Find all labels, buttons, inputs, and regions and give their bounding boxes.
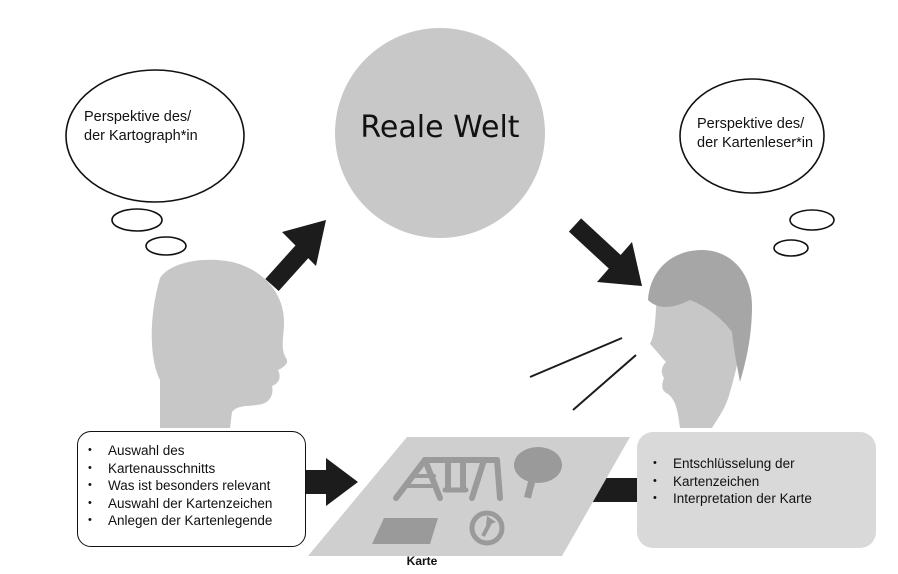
reader-task-item: Entschlüsselung der bbox=[651, 455, 866, 473]
swing-icon bbox=[393, 457, 503, 501]
cartographer-task-item: Auswahl des bbox=[86, 442, 297, 460]
cartographer-thought-line-2: der Kartograph*in bbox=[84, 128, 198, 144]
reader-tasks-box: Entschlüsselung der Kartenzeichen Interp… bbox=[637, 432, 876, 548]
sight-line-upper bbox=[529, 337, 623, 378]
cartographer-thought-line-1: Perspektive des/ bbox=[84, 109, 192, 125]
reader-thought-dot-small bbox=[773, 239, 809, 257]
square-icon bbox=[372, 518, 438, 544]
thought-dot-large bbox=[111, 208, 163, 232]
cartographer-head bbox=[151, 259, 288, 428]
circle-arrow-icon bbox=[469, 510, 505, 546]
map-plate bbox=[308, 437, 630, 556]
real-world-circle bbox=[335, 28, 545, 238]
arrow-to-reader bbox=[568, 218, 642, 286]
cartographer-task-item: Was ist besonders relevant bbox=[86, 477, 297, 495]
reader-thought-dot-large bbox=[789, 209, 835, 231]
reader-thought-bubble bbox=[679, 78, 825, 194]
tree-icon bbox=[514, 447, 562, 499]
reader-thought-text: Perspektive des/ der Kartenleser*in bbox=[697, 115, 813, 153]
cartographer-thought-text: Perspektive des/ der Kartograph*in bbox=[84, 108, 198, 146]
cartographer-task-item: Auswahl der Kartenzeichen bbox=[86, 495, 297, 513]
arrow-to-world bbox=[265, 220, 326, 292]
sight-line-lower bbox=[572, 354, 637, 411]
cartographer-thought-bubble bbox=[65, 69, 245, 203]
cartographer-tasks-box: Auswahl des Kartenausschnitts Was ist be… bbox=[77, 431, 306, 547]
cartographer-task-item: Kartenausschnitts bbox=[86, 460, 297, 478]
reader-task-item: Interpretation der Karte bbox=[651, 490, 866, 508]
cartographer-task-item: Anlegen der Kartenlegende bbox=[86, 512, 297, 530]
reader-thought-line-1: Perspektive des/ bbox=[697, 116, 805, 132]
real-world-title: Reale Welt bbox=[360, 110, 520, 145]
reader-head bbox=[648, 250, 752, 428]
arrow-to-map bbox=[306, 458, 358, 506]
map-label: Karte bbox=[406, 554, 438, 568]
reader-thought-line-2: der Kartenleser*in bbox=[697, 135, 814, 151]
reader-task-item: Kartenzeichen bbox=[651, 473, 866, 491]
thought-dot-small bbox=[145, 236, 187, 256]
